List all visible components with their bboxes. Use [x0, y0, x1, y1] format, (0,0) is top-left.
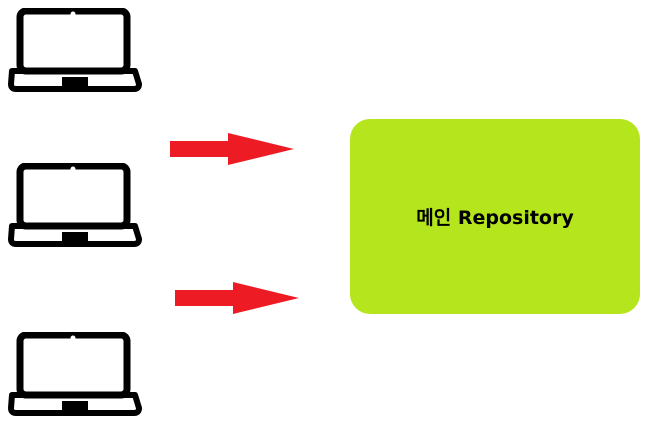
laptop-icon: [8, 162, 142, 251]
laptop-icon: [8, 331, 142, 420]
laptop-icon: [8, 7, 142, 96]
main-repository-label: 메인 Repository: [416, 207, 574, 229]
arrow-right-icon: [170, 132, 296, 170]
arrow-right-icon: [175, 281, 301, 319]
main-repository-box: 메인 Repository: [350, 119, 640, 314]
